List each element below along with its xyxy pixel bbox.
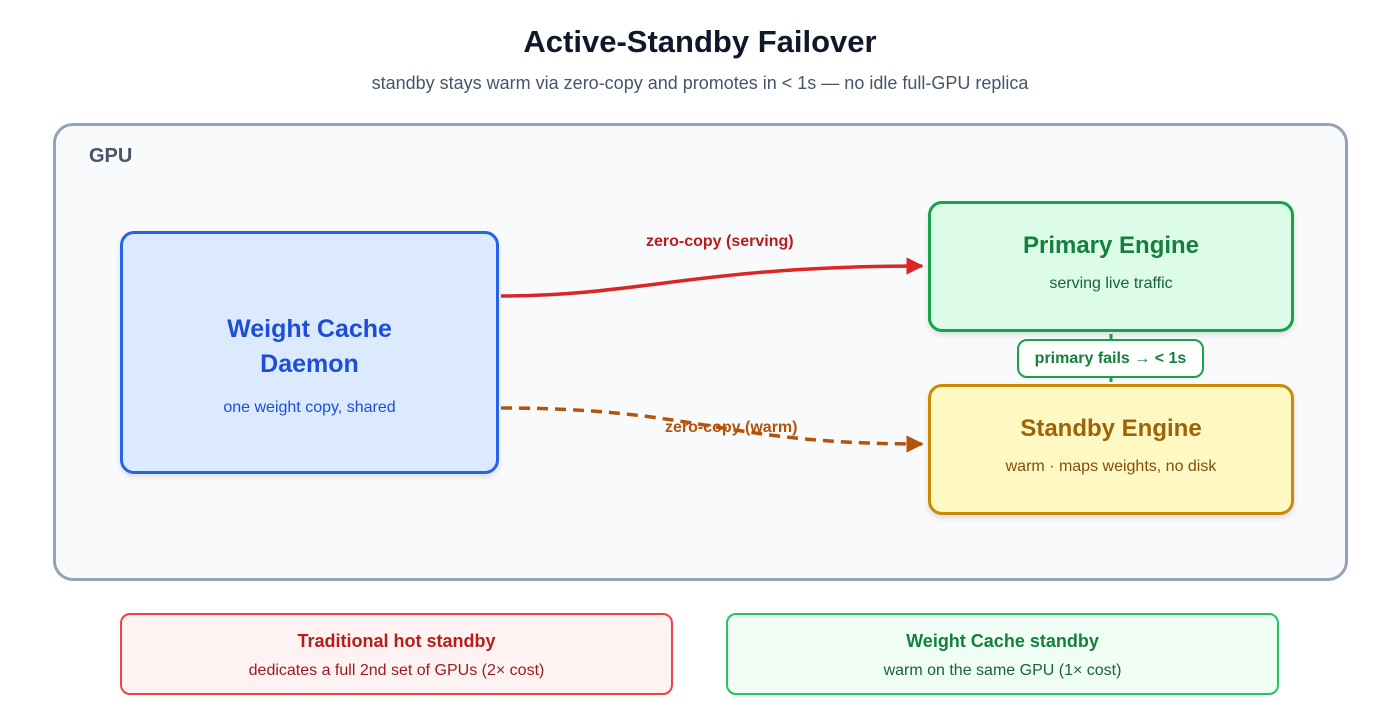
warm-edge-label: zero-copy (warm) [665, 419, 798, 436]
daemon-title-line1: Weight Cache [227, 315, 392, 343]
weight-cache-daemon-node: Weight Cache Daemon one weight copy, sha… [120, 231, 499, 474]
gpu-label: GPU [89, 145, 133, 167]
standby-engine-node: Standby Engine warm · maps weights, no d… [928, 384, 1294, 515]
failover-label: primary fails → < 1s [1017, 339, 1204, 378]
primary-engine-title: Primary Engine [1022, 232, 1200, 259]
weight-cache-standby-card: Weight Cache standby warm on the same GP… [726, 613, 1279, 695]
traditional-standby-title: Traditional hot standby [297, 631, 496, 651]
diagram-title: Active-Standby Failover [523, 24, 877, 59]
daemon-subtitle: one weight copy, shared [223, 399, 396, 416]
primary-engine-node: Primary Engine serving live traffic [928, 201, 1294, 332]
traditional-standby-card: Traditional hot standby dedicates a full… [120, 613, 673, 695]
serving-edge-label: zero-copy (serving) [646, 233, 794, 250]
weight-cache-standby-subtitle: warm on the same GPU (1× cost) [883, 662, 1122, 679]
weight-cache-standby-title: Weight Cache standby [906, 631, 1099, 651]
primary-engine-subtitle: serving live traffic [1049, 275, 1173, 292]
diagram-subtitle: standby stays warm via zero-copy and pro… [371, 73, 1029, 93]
daemon-title: Weight Cache Daemon [123, 312, 496, 382]
standby-engine-title: Standby Engine [1020, 415, 1202, 442]
daemon-title-line2: Daemon [260, 350, 359, 378]
traditional-standby-subtitle: dedicates a full 2nd set of GPUs (2× cos… [248, 662, 545, 679]
standby-engine-subtitle: warm · maps weights, no disk [1005, 458, 1217, 475]
